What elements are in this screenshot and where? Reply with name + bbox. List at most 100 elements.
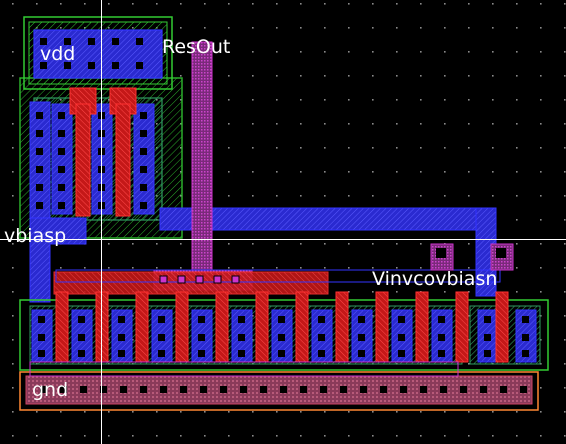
- pmos-contact: [58, 166, 65, 173]
- pmos-contact: [36, 112, 43, 119]
- nmos-contact: [398, 316, 405, 323]
- pmos-contact: [58, 184, 65, 191]
- crosshair-vertical: [101, 0, 102, 444]
- nmos-poly-comb: [53, 269, 501, 295]
- nmos-contact: [78, 334, 85, 341]
- gnd-contact: [420, 386, 427, 393]
- pmos-contact: [36, 184, 43, 191]
- gnd-contact: [60, 386, 67, 393]
- poly-finger: [415, 291, 429, 363]
- gnd-contact: [440, 386, 447, 393]
- gnd-contact: [340, 386, 347, 393]
- gnd-contact: [240, 386, 247, 393]
- nmos-contact: [438, 334, 445, 341]
- gnd-contact: [180, 386, 187, 393]
- nmos-poly-fingers: [55, 291, 509, 363]
- gnd-contact: [300, 386, 307, 393]
- pmos-contact: [140, 166, 147, 173]
- pmos-contact: [140, 202, 147, 209]
- vdd-contact: [64, 62, 71, 69]
- resout-via: [177, 275, 186, 284]
- poly-finger: [455, 291, 469, 363]
- vinvcovbiasn-label: Vinvcovbiasn: [372, 268, 498, 290]
- pmos-contact: [58, 112, 65, 119]
- nmos-contact: [278, 350, 285, 357]
- pmos-contact: [140, 130, 147, 137]
- vdd-contact: [88, 62, 95, 69]
- nmos-contact: [198, 316, 205, 323]
- gnd-rail: [19, 361, 539, 411]
- nmos-contact: [198, 334, 205, 341]
- contact-array: [36, 38, 529, 393]
- gnd-contact: [400, 386, 407, 393]
- gnd-contact: [280, 386, 287, 393]
- pmos-contact: [140, 148, 147, 155]
- gnd-contact: [40, 386, 47, 393]
- gnd-contact: [140, 386, 147, 393]
- nmos-contact: [278, 316, 285, 323]
- nmos-contact: [398, 350, 405, 357]
- gnd-contact: [380, 386, 387, 393]
- nmos-contact: [238, 316, 245, 323]
- pmos-contact: [36, 130, 43, 137]
- metal1-routing: [29, 207, 497, 303]
- poly-finger: [255, 291, 269, 363]
- nmos-contact: [238, 350, 245, 357]
- nmos-contact: [318, 334, 325, 341]
- vdd-contact: [136, 38, 143, 45]
- nmos-contact: [38, 334, 45, 341]
- pmos-contact: [140, 112, 147, 119]
- vbiasp-label: vbiasp: [4, 225, 67, 247]
- nmos-contact: [484, 334, 491, 341]
- gnd-contact: [320, 386, 327, 393]
- pmos-contact: [58, 148, 65, 155]
- vdd-contact: [40, 62, 47, 69]
- pmos-contact: [140, 184, 147, 191]
- pmos-contact: [58, 202, 65, 209]
- pmos-contact: [36, 202, 43, 209]
- nmos-contact: [118, 316, 125, 323]
- nmos-contact: [484, 316, 491, 323]
- pmos-diffusion: [29, 97, 163, 221]
- nmos-contact: [38, 316, 45, 323]
- poly-finger: [295, 291, 309, 363]
- gnd-label: gnd: [32, 379, 69, 401]
- poly-finger: [55, 291, 69, 363]
- nmos-contact: [358, 350, 365, 357]
- poly-finger: [375, 291, 389, 363]
- nmos-contact: [78, 350, 85, 357]
- vdd-contact: [112, 38, 119, 45]
- resout-via: [231, 275, 240, 284]
- pmos-poly-gates: [69, 87, 137, 217]
- vdd-label: vdd: [40, 43, 76, 65]
- vdd-contact: [88, 38, 95, 45]
- nmos-contact: [118, 334, 125, 341]
- nmos-contact: [118, 350, 125, 357]
- vdd-contact: [40, 38, 47, 45]
- nmos-contact: [438, 316, 445, 323]
- nmos-contact: [158, 334, 165, 341]
- nmos-contact: [158, 350, 165, 357]
- vinvcovbiasn-contacts: [430, 243, 514, 271]
- nmos-contact: [358, 316, 365, 323]
- gnd-contact: [520, 386, 527, 393]
- crosshair-horizontal: [0, 239, 566, 240]
- nmos-contact: [484, 350, 491, 357]
- resout-via: [159, 275, 168, 284]
- vdd-contact: [64, 38, 71, 45]
- gnd-contact: [220, 386, 227, 393]
- nmos-contact: [522, 350, 529, 357]
- poly-finger: [135, 291, 149, 363]
- gnd-contact: [480, 386, 487, 393]
- resout-via: [213, 275, 222, 284]
- nmos-contact: [278, 334, 285, 341]
- nmos-contact: [438, 350, 445, 357]
- gnd-contact: [160, 386, 167, 393]
- pmos-contact: [36, 148, 43, 155]
- gnd-contact: [360, 386, 367, 393]
- nmos-contact: [38, 350, 45, 357]
- poly-finger: [215, 291, 229, 363]
- poly-finger: [175, 291, 189, 363]
- poly-finger: [335, 291, 349, 363]
